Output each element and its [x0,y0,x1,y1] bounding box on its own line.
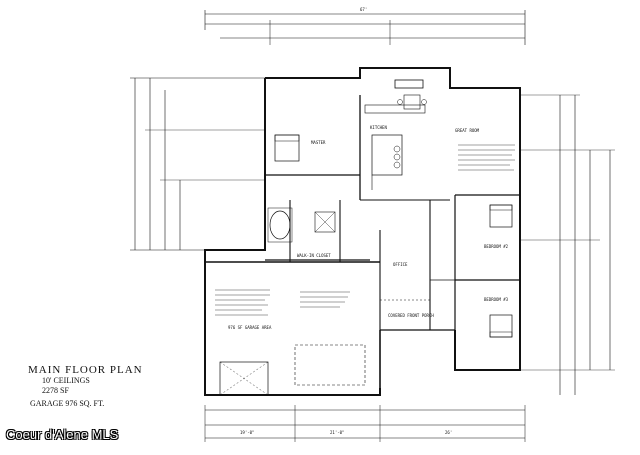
room-label-master: MASTER [311,140,326,145]
room-label-bedroom-3: BEDROOM #3 [484,297,509,302]
room-label-walk-in-closet: WALK-IN CLOSET [297,253,331,258]
dimension-bottom-mid: 21'-0" [330,430,345,435]
room-label-garage-area: 976 SF GARAGE AREA [228,325,272,330]
room-label-bedroom-2: BEDROOM #2 [484,244,509,249]
plan-title-block: MAIN FLOOR PLAN 10' CEILINGS 2278 SF GAR… [28,364,143,409]
plan-area: 2278 SF [42,386,69,395]
room-label-great-room: GREAT ROOM [455,128,480,133]
room-label-office: OFFICE [393,262,408,267]
room-label-kitchen: KITCHEN [370,125,387,130]
dimension-bottom-right: 26' [445,430,453,435]
room-label-covered-porch: COVERED FRONT PORCH [388,313,434,318]
plan-garage-area: GARAGE 976 SQ. FT. [30,399,105,408]
plan-title: MAIN FLOOR PLAN [28,364,143,376]
plan-ceilings: 10' CEILINGS [42,376,90,385]
dimension-bottom-left: 19'-0" [240,430,255,435]
dimension-top-overall: 67' [360,7,368,12]
mls-watermark: Coeur d'Alene MLS [6,427,119,442]
